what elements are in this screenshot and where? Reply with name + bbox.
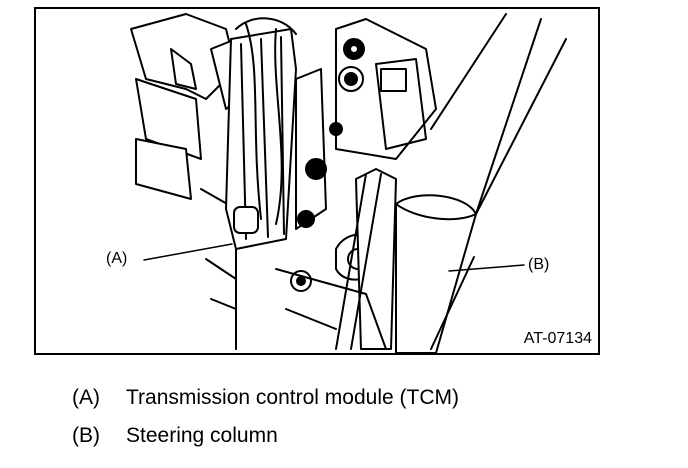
legend-key: (A) [72,386,100,409]
technical-illustration: (A) (B) AT-07134 [34,7,600,355]
figure-id: AT-07134 [523,330,592,347]
callout-b: (B) [528,256,550,273]
legend-key: (B) [72,424,100,447]
leader-line-a [143,243,233,261]
callout-a: (A) [106,250,128,267]
steering-column [395,13,567,353]
linkage-assembly [275,18,437,350]
dashboard-structure [130,13,252,350]
legend-item: (B) Steering column [72,424,459,462]
legend: (A) Transmission control module (TCM) (B… [72,386,459,462]
leader-line-b [448,264,525,272]
legend-item: (A) Transmission control module (TCM) [72,386,459,424]
legend-text: Transmission control module (TCM) [126,386,459,409]
legend-text: Steering column [126,424,278,447]
engine-bay-drawing [130,13,567,353]
tcm-module [225,17,327,250]
